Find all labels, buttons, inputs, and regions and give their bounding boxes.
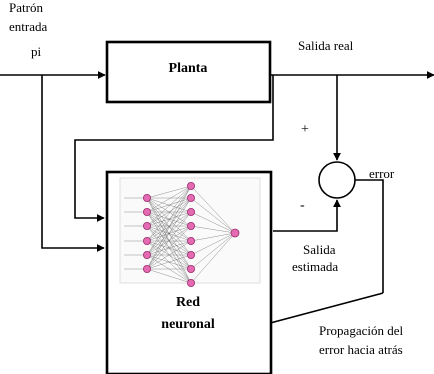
nn-input-node — [142, 221, 151, 230]
input-to-network-arrow — [41, 75, 105, 252]
estimated-output-to-sum-arrow — [273, 199, 341, 232]
nn-edge — [146, 268, 192, 284]
nn-hidden-node — [186, 181, 195, 190]
nn-input-node — [142, 207, 151, 216]
nn-edge — [190, 185, 236, 234]
backprop-label-line-1: Propagación del — [319, 323, 404, 338]
nn-edge — [146, 211, 192, 270]
nn-output-node — [230, 228, 240, 238]
plant-block — [105, 40, 272, 104]
nn-edge — [146, 197, 192, 270]
input-label-line-2: entrada — [9, 19, 47, 34]
nn-edge — [146, 225, 192, 284]
input-label-line-3: pi — [31, 44, 42, 59]
nn-input-node — [142, 264, 151, 273]
backprop-label-line-2: error hacia atrás — [319, 342, 403, 357]
nn-edge — [146, 185, 192, 213]
network-label-line-2: neuronal — [161, 317, 215, 332]
nn-edge — [146, 197, 192, 256]
nn-edge — [146, 211, 192, 227]
plant-output-to-network-arrow — [74, 75, 274, 222]
nn-edge — [190, 232, 236, 256]
nn-input-node — [142, 250, 151, 259]
real-output-label: Salida real — [298, 38, 354, 53]
nn-edge — [190, 197, 236, 234]
nn-edge — [146, 185, 192, 227]
nn-edge — [190, 232, 236, 242]
plus-sign: + — [301, 122, 309, 137]
minus-sign: - — [300, 198, 305, 213]
nn-edge — [190, 232, 236, 284]
nn-hidden-node — [186, 221, 195, 230]
nn-input-node — [142, 193, 151, 202]
nn-hidden-node — [186, 193, 195, 202]
nn-hidden-node — [186, 236, 195, 245]
plant-label: Planta — [169, 61, 208, 76]
nn-hidden-node — [186, 278, 195, 287]
nn-input-node — [142, 236, 151, 245]
nn-edge — [146, 197, 192, 227]
nn-edge — [146, 254, 192, 270]
neural-network-illustration — [124, 181, 240, 287]
nn-edge — [146, 197, 192, 242]
nn-edge — [146, 185, 192, 242]
summing-junction — [318, 161, 356, 199]
nn-edge — [146, 185, 192, 256]
nn-edge — [146, 185, 192, 270]
nn-edge — [146, 240, 192, 270]
nn-edge — [190, 232, 236, 270]
nn-hidden-node — [186, 207, 195, 216]
error-label: error — [369, 166, 395, 181]
input-label-line-1: Patrón — [9, 0, 43, 15]
network-label-line-1: Red — [176, 295, 200, 310]
nn-edge — [146, 225, 192, 270]
nn-edge — [190, 211, 236, 234]
nn-hidden-node — [186, 264, 195, 273]
nn-edge — [190, 225, 236, 234]
error-line — [355, 179, 384, 293]
nn-edge — [146, 240, 192, 256]
nn-hidden-node — [186, 250, 195, 259]
estimated-output-label-line-1: Salida — [303, 242, 336, 257]
estimated-output-label-line-2: estimada — [292, 259, 338, 274]
nn-edge — [146, 185, 192, 199]
